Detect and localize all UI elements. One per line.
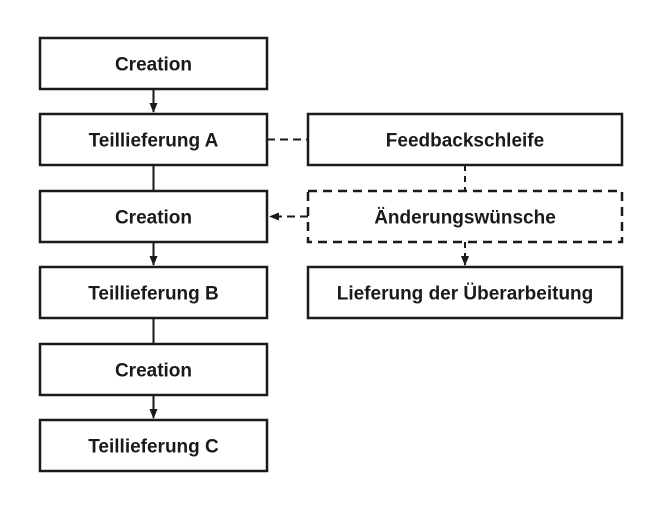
box-teillieferung-c-label: Teillieferung C: [88, 437, 219, 458]
box-aenderungswuensche: Änderungswünsche: [306, 189, 624, 244]
box-creation-2-label: Creation: [115, 208, 192, 229]
box-feedbackschleife-label: Feedbackschleife: [386, 131, 544, 152]
box-teillieferung-b-label: Teillieferung B: [88, 284, 219, 305]
box-creation-3: Creation: [38, 342, 269, 397]
box-creation-3-label: Creation: [115, 361, 192, 382]
box-lieferung-ueberarbeitung: Lieferung der Überarbeitung: [306, 265, 624, 320]
box-creation-1-label: Creation: [115, 55, 192, 76]
box-aenderungswuensche-label: Änderungswünsche: [374, 208, 556, 229]
box-lieferung-ueberarbeitung-label: Lieferung der Überarbeitung: [337, 284, 594, 305]
box-teillieferung-c: Teillieferung C: [38, 418, 269, 473]
box-teillieferung-b: Teillieferung B: [38, 265, 269, 320]
box-feedbackschleife: Feedbackschleife: [306, 112, 624, 167]
box-teillieferung-a: Teillieferung A: [38, 112, 269, 167]
box-creation-1: Creation: [38, 36, 269, 91]
box-teillieferung-a-label: Teillieferung A: [89, 131, 219, 152]
box-creation-2: Creation: [38, 189, 269, 244]
